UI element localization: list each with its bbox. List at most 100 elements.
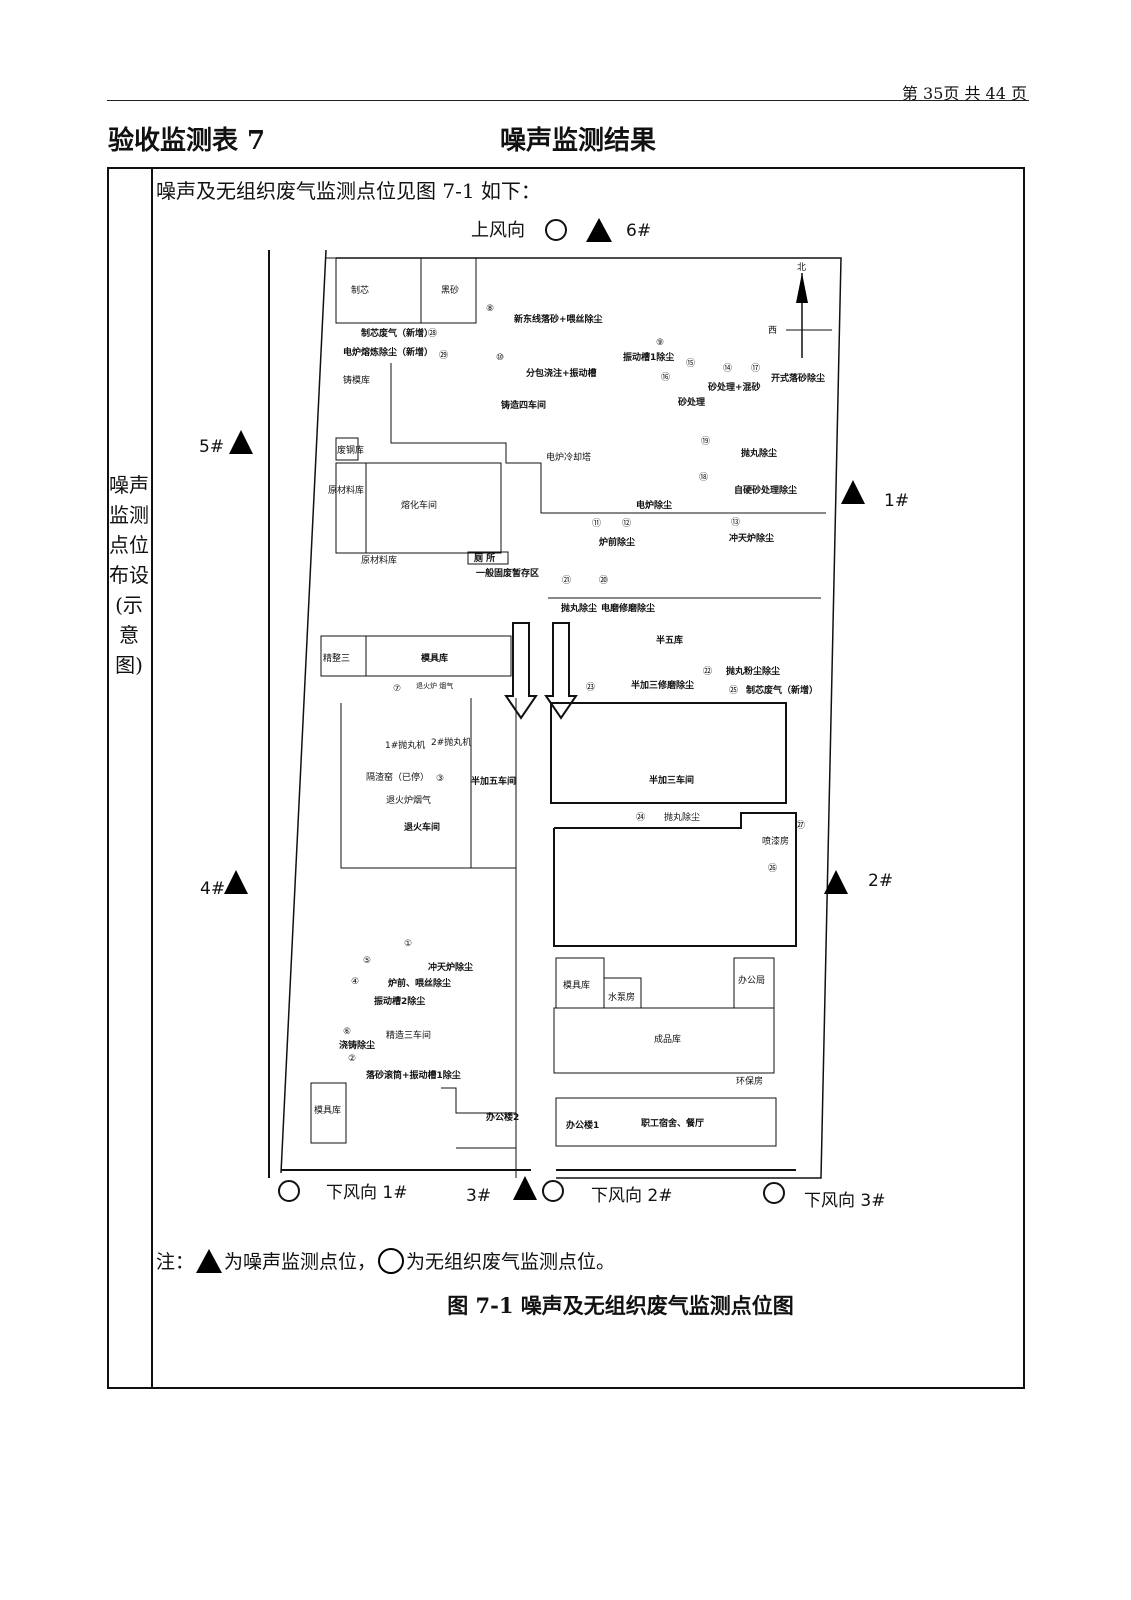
source-label: 新东线落砂+喂丝除尘 — [514, 313, 603, 325]
source-label: 退火炉 烟气 — [416, 681, 453, 690]
downwind-circle-marker — [763, 1182, 785, 1204]
building-label: 水泵房 — [608, 991, 635, 1003]
source-label: 振动槽2除尘 — [374, 995, 425, 1007]
building-label: 模具库 — [563, 979, 590, 991]
source-label: 冲天炉除尘 — [729, 532, 774, 544]
building-label: 精整三 — [323, 652, 350, 664]
noise-label-3: 3# — [466, 1186, 491, 1206]
figure-caption: 图 7-1 噪声及无组织废气监测点位图 — [447, 1293, 794, 1318]
table-title: 验收监测表 7 — [108, 126, 266, 156]
source-marker: ㉙ — [439, 350, 448, 361]
direction-arrow-icon — [504, 622, 578, 720]
source-label: 自硬砂处理除尘 — [734, 484, 797, 496]
building-label: 熔化车间 — [401, 499, 437, 511]
upwind-label: 上风向 — [471, 220, 525, 241]
emission-sources: ⑧ 新东线落砂+喂丝除尘 ㉘ 制芯废气（新增） ㉙ 电炉熔炼除尘（新增） ⑩ 分… — [339, 304, 825, 1081]
north-label: 北 — [797, 262, 806, 273]
site-boundary-outline — [336, 257, 842, 1179]
source-label: 电磨修磨除尘 — [601, 602, 655, 614]
building-label: 办公局 — [738, 974, 765, 986]
building-outline — [335, 257, 422, 324]
building-label: 模具库 — [421, 652, 448, 664]
row-label-line: (示 — [115, 593, 143, 617]
source-label: 落砂滚筒+振动槽1除尘 — [366, 1069, 461, 1081]
source-marker: ⑰ — [751, 363, 760, 374]
source-marker: ⑤ — [363, 956, 371, 966]
upwind-circle-marker — [545, 219, 567, 241]
building-label: 办公楼1 — [566, 1119, 599, 1131]
downwind-circle-marker — [278, 1180, 300, 1202]
source-label: 开式落砂除尘 — [771, 372, 825, 384]
table-heading: 噪声监测结果 — [500, 126, 657, 156]
building-label: 成品库 — [654, 1033, 681, 1045]
building-outline — [733, 957, 775, 1009]
building-label: 一般固废暂存区 — [476, 567, 539, 579]
building-label: 2#抛丸机 — [431, 736, 471, 748]
source-label: 炉前除尘 — [599, 536, 635, 548]
noise-marker-2 — [824, 870, 848, 894]
table-frame — [107, 167, 1025, 1389]
source-marker: ⑩ — [496, 353, 504, 363]
building-label: 黑砂 — [441, 284, 459, 296]
source-marker: ⑪ — [592, 518, 601, 529]
source-marker: ④ — [351, 977, 359, 987]
intro-text: 噪声及无组织废气监测点位见图 7-1 如下： — [156, 179, 541, 203]
building-outline — [467, 551, 509, 565]
downwind-label-1: 下风向 1# — [326, 1183, 407, 1203]
source-marker: ⑱ — [699, 472, 708, 483]
building-label: 半五库 — [656, 634, 683, 646]
source-marker: ⑮ — [686, 358, 695, 369]
building-label: 办公楼2 — [486, 1111, 519, 1123]
noise-marker-6 — [586, 218, 612, 242]
north-arrow-icon — [796, 273, 808, 303]
row-label-line: 噪声 — [109, 473, 149, 497]
source-label: 浇铸除尘 — [339, 1039, 375, 1051]
building-label: 喷漆房 — [762, 835, 789, 847]
building-label: 模具库 — [314, 1104, 341, 1116]
source-marker: ⑥ — [343, 1027, 351, 1037]
legend-note: 注： 为噪声监测点位， 为无组织废气监测点位。 — [156, 1247, 615, 1274]
source-marker: ⑨ — [656, 338, 664, 348]
noise-marker-5 — [229, 430, 253, 454]
building-outline — [335, 462, 367, 554]
source-label: 振动槽1除尘 — [623, 351, 674, 363]
source-label: 半加三修磨除尘 — [631, 679, 694, 691]
building-outline — [603, 977, 642, 1009]
row-label-line: 监测 — [109, 503, 149, 527]
building-outline — [420, 257, 477, 324]
note-gas-text: 为无组织废气监测点位。 — [406, 1251, 616, 1273]
note-prefix: 注： — [156, 1251, 195, 1273]
building-label: 铸模库 — [343, 374, 370, 386]
building-label: 厕 所 — [474, 552, 495, 564]
building-label: 1#抛丸机 — [385, 739, 425, 751]
building-outline — [365, 462, 502, 554]
building-outline — [553, 1007, 775, 1074]
source-marker: ⑦ — [393, 684, 401, 694]
source-marker: ① — [404, 939, 412, 949]
noise-marker-icon — [196, 1248, 223, 1273]
building-outline — [340, 703, 516, 869]
source-marker: ㉗ — [796, 820, 805, 831]
source-label: 抛丸除尘 — [664, 811, 700, 823]
source-marker: ⑯ — [661, 372, 670, 383]
row-label-line: 意 — [119, 623, 139, 647]
source-label: 分包浇注+振动槽 — [526, 367, 597, 379]
building-label: 精造三车间 — [386, 1029, 431, 1041]
source-marker: ⑧ — [486, 304, 494, 314]
source-marker: ㉔ — [636, 812, 645, 823]
noise-label-4: 4# — [200, 879, 225, 899]
building-outline — [555, 1097, 777, 1147]
building-outline — [365, 635, 512, 677]
source-label: 冲天炉除尘 — [428, 961, 473, 973]
downwind-label-3: 下风向 3# — [804, 1191, 885, 1211]
noise-label-2: 2# — [868, 871, 893, 891]
source-marker: ⑳ — [599, 575, 608, 586]
source-label: 制芯废气（新增） — [361, 327, 433, 339]
noise-marker-3 — [513, 1176, 537, 1200]
page-number: 第 35页 共 44 页 — [901, 84, 1027, 103]
building-label: 退火车间 — [404, 821, 440, 833]
row-label-line: 点位 — [109, 533, 149, 557]
noise-label-5: 5# — [199, 437, 224, 457]
source-label: 炉前、喂丝除尘 — [388, 977, 451, 989]
noise-label-6: 6# — [626, 221, 651, 241]
